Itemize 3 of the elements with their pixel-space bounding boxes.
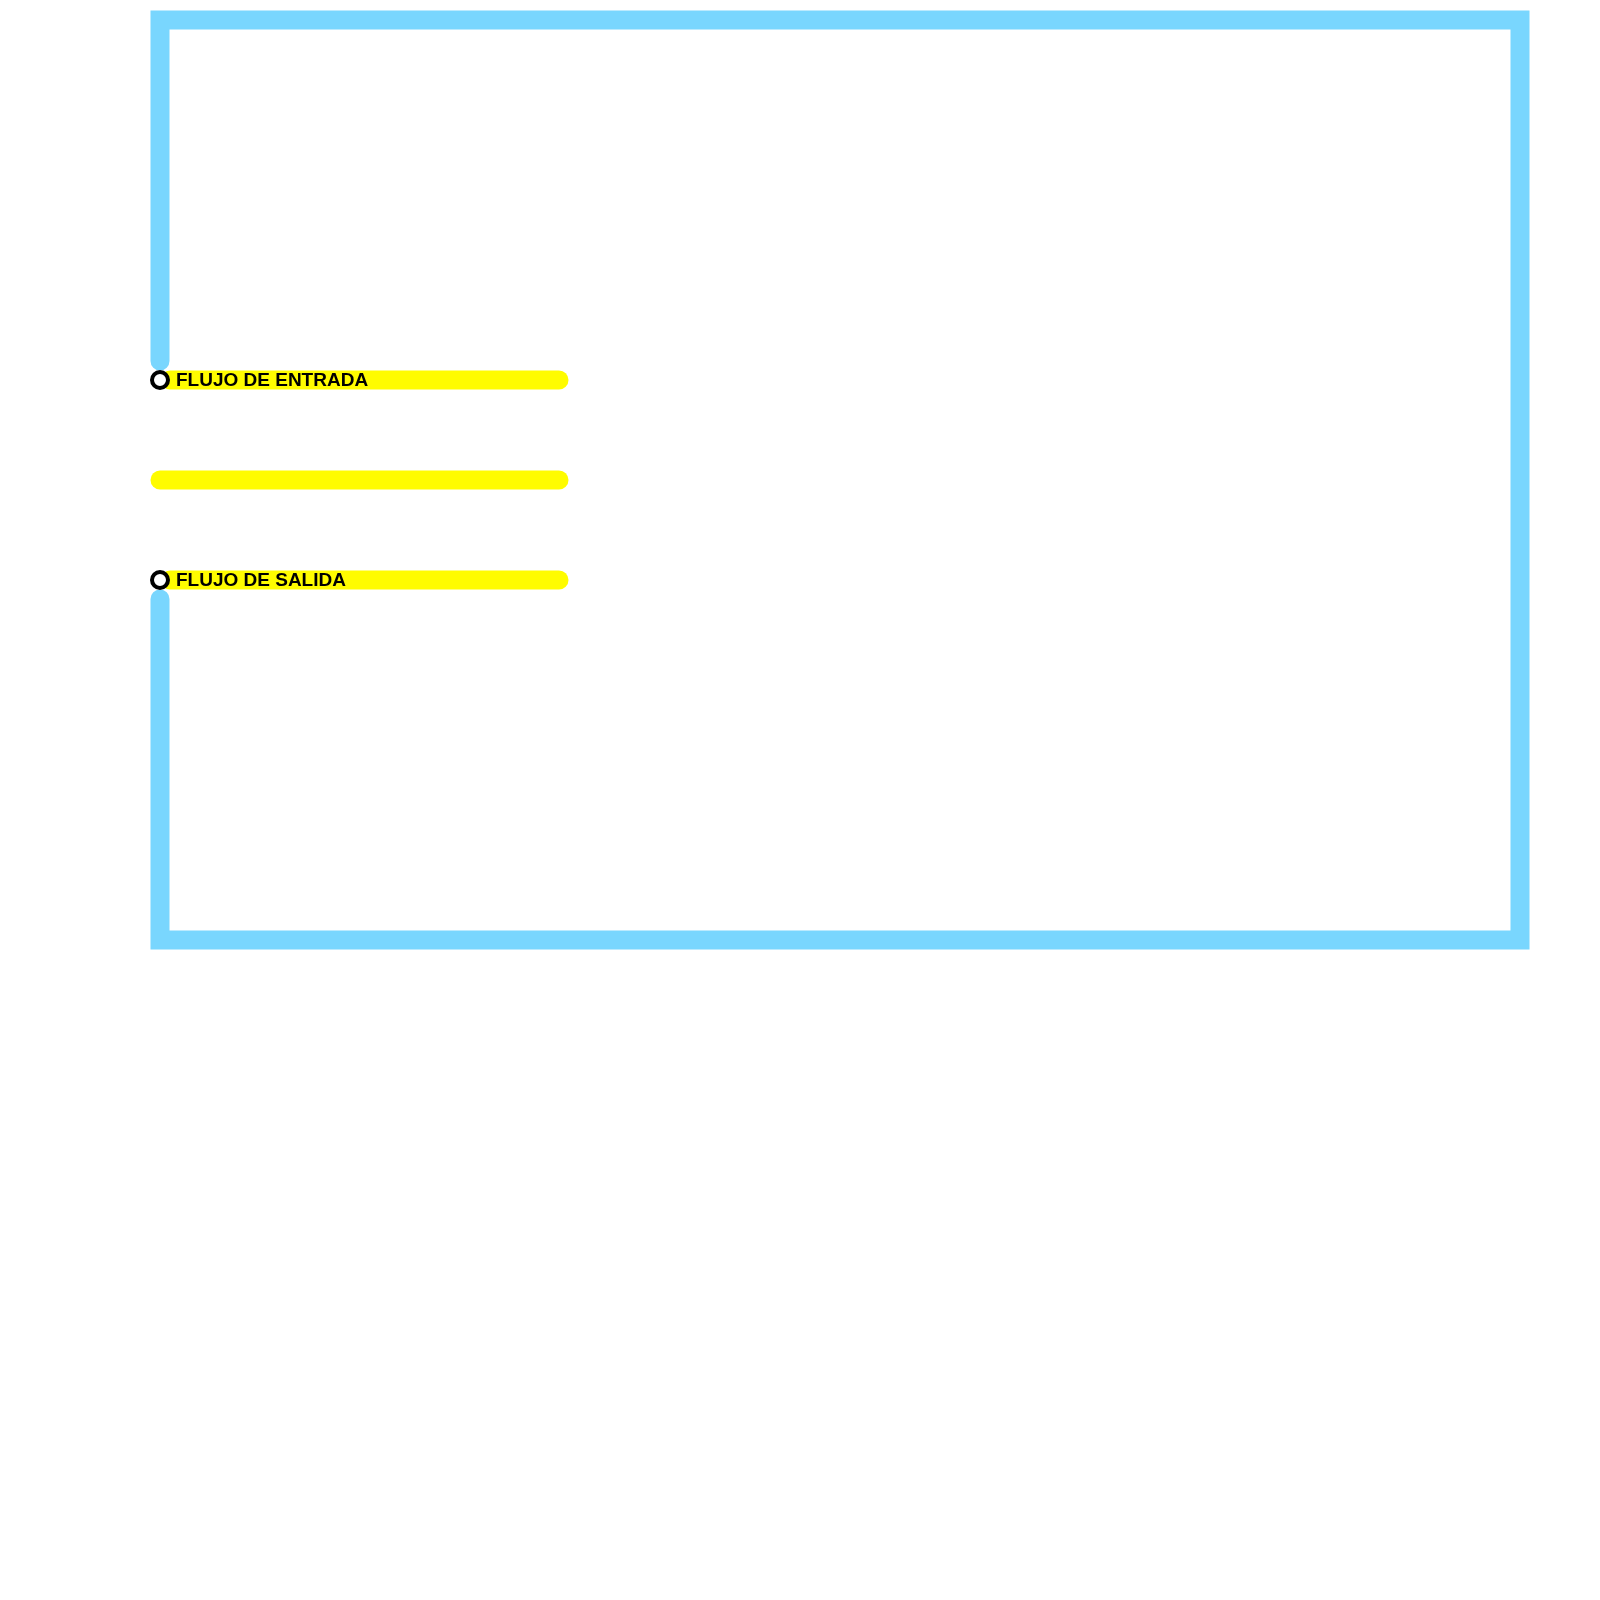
station-label: FLUJO DE SALIDA	[176, 569, 346, 591]
transit-line	[150, 10, 1530, 950]
station-label: FLUJO DE ENTRADA	[176, 369, 369, 391]
